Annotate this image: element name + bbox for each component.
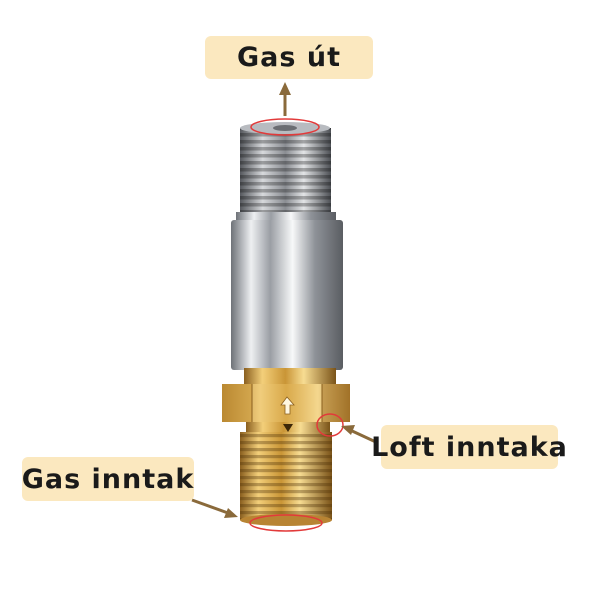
outlet-collar (236, 212, 336, 222)
inlet-arrow (191, 498, 238, 518)
outlet-thread (240, 122, 331, 218)
chrome-body (231, 220, 343, 370)
inlet-highlight-ring (249, 514, 323, 532)
brass-neck (244, 368, 336, 384)
air-intake-arrow (341, 425, 379, 445)
air-intake-highlight-ring (316, 413, 344, 437)
air-intake-label: Loft inntaka (371, 425, 567, 469)
gas-inlet-label: Gas inntak (22, 457, 194, 501)
inlet-thread (240, 432, 332, 526)
outlet-highlight-ring (250, 118, 320, 136)
gas-outlet-label: Gas út (205, 36, 373, 79)
air-hole-front (283, 424, 293, 432)
outlet-arrow (279, 82, 291, 116)
up-arrow-icon (280, 396, 295, 415)
